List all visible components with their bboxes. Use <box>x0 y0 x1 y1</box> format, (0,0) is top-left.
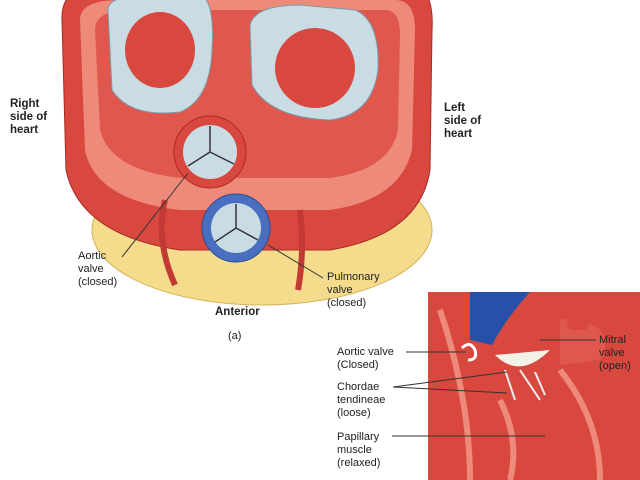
aortic-valve-label-a: Aortic valve (closed) <box>78 250 118 288</box>
pulmonary-valve-label: Pulmonary valve (closed) <box>327 271 380 309</box>
heart-cross-section <box>61 0 433 306</box>
chordae-tendineae-label: Chordae tendineae (loose) <box>337 381 386 419</box>
anterior-label: Anterior <box>215 306 260 318</box>
right-side-label: Right side of heart <box>10 98 48 136</box>
panel-a-label: (a) <box>228 330 242 342</box>
heart-longitudinal-section <box>428 292 640 480</box>
mitral-valve-b <box>495 350 550 367</box>
mitral-valve-label: Mitral valve (open) <box>599 334 631 372</box>
aortic-valve-b <box>460 343 478 362</box>
left-side-label: Left side of heart <box>444 102 482 140</box>
papillary-muscle-label: Papillary muscle (relaxed) <box>337 431 381 469</box>
aortic-valve-label-b: Aortic valve (Closed) <box>337 346 394 371</box>
